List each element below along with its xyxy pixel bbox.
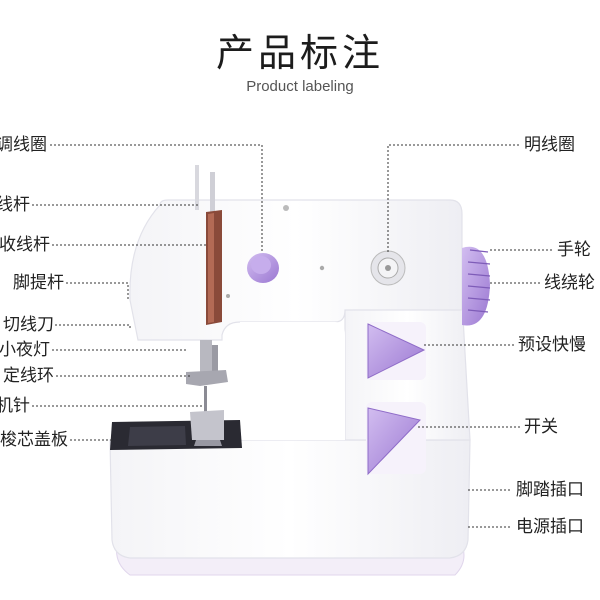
label-hand-wheel: 手轮 <box>557 240 591 260</box>
label-presser-lever: 脚提杆 <box>13 273 64 293</box>
arm-throat <box>240 322 345 440</box>
label-thread-guide-ring: 定线环 <box>3 366 54 386</box>
presser-foot <box>186 370 228 386</box>
power-switch <box>367 407 421 476</box>
label-take-up-rod: 收线杆 <box>0 235 50 255</box>
label-speed-preset: 预设快慢 <box>518 335 586 355</box>
label-power-switch: 开关 <box>524 417 558 437</box>
page-title: 产品标注 <box>215 31 384 75</box>
label-thread-rod: 线杆 <box>0 195 30 215</box>
label-visible-coil: 明线圈 <box>524 135 575 155</box>
spool-pin <box>195 165 199 210</box>
label-bobbin-winder: 线绕轮 <box>544 273 595 293</box>
needle <box>204 386 207 412</box>
label-foot-pedal-port: 脚踏插口 <box>516 480 584 500</box>
label-tension-coil: 调线圈 <box>0 135 47 155</box>
speed-button <box>367 323 426 379</box>
label-thread-cutter: 切线刀 <box>3 315 54 335</box>
presser-foot-bar <box>212 345 218 375</box>
spool-pin <box>210 172 215 212</box>
label-bobbin-cover: 梭芯盖板 <box>0 430 68 450</box>
needle-bar <box>200 340 212 374</box>
page-subtitle: Product labeling <box>246 78 354 95</box>
label-night-light: 小夜灯 <box>0 340 50 360</box>
label-power-port: 电源插口 <box>516 517 584 537</box>
label-needle: 机针 <box>0 396 30 416</box>
